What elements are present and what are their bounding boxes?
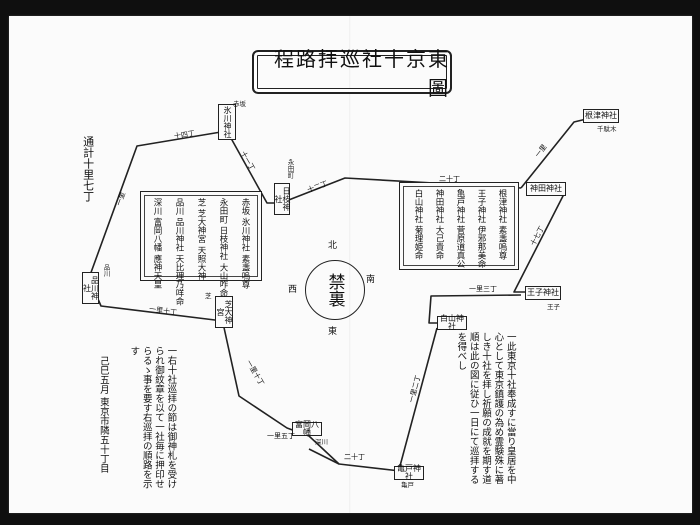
shrine-marker-nezu: 根津神社 [583,109,619,123]
explanation-text-right: 一此東京十社奉成すに當り皇居を中心として東京鎮護の為め霊験殊に著しき十社を拝し祈… [455,332,516,484]
imperial-palace-circle: 禁裏 [305,260,365,320]
shrine-note-hikawa: 赤坂 [233,100,246,108]
date-line: 己巳五月 東京市隣五十丁目 [97,356,109,474]
shrine-list-box-left: 赤坂 氷川神社 素盞嗚尊 永田町 日枝神社 大山咋命 芝 芝大神宮 天照大神 品… [140,191,262,305]
shrine-list-entry: 深川 富岡八幡 應神天皇 [152,198,162,289]
shrine-marker-oji: 王子神社 [525,286,561,300]
compass-west: 西 [288,285,298,295]
shrine-marker-hakusan: 白山神社 [437,315,467,331]
shrine-note-kameido: 亀戸 [401,481,414,489]
shrine-list-entry: 根津神社 素盞嗚尊 [497,189,507,260]
shrine-list-entry: 永田町 日枝神社 大山咋命 [218,198,228,297]
shrine-list-entry: 赤坂 氷川神社 素盞嗚尊 [240,198,250,289]
shrine-list-entry: 芝 芝大神宮 天照大神 [196,198,206,280]
shrine-note-oji: 王子 [547,303,560,311]
imperial-palace-label: 禁裏 [324,273,345,307]
shrine-marker-hie: 日枝神社 [274,183,291,215]
shrine-list-entry: 神田神社 大己貴命 [434,189,444,260]
shrine-list-entry: 亀戸神社 菅原道真公 [455,189,465,269]
shrine-note-tomioka: 深川 [315,438,328,446]
shrine-marker-kanda: 神田神社 [526,182,566,196]
shrine-marker-shinagawa: 品川神社 [82,272,100,304]
shrine-marker-tomioka: 富岡八幡 [292,421,322,437]
compass-south: 南 [366,275,376,285]
total-distance: 通計十里七丁 [81,136,95,202]
shrine-list-entry: 白山神社 菊理姫命 [413,189,423,260]
shrine-marker-hikawa: 氷川神社 [218,104,236,140]
shrine-note-hie: 永田町 [286,159,294,179]
shrine-marker-kameido: 亀戸神社 [394,465,424,481]
shrine-list-entry: 王子神社 伊邪那美命 [476,189,486,269]
shrine-note-nezu: 千駄木 [597,125,617,133]
distance-label: 二十丁 [439,175,460,183]
distance-label: 一里五丁 [267,432,295,440]
explanation-text-left: 一右十社巡拝の節は御神札を受けられ御紋章を以て一社毎に押印せらるゝ事を要す右巡拝… [128,346,177,489]
route-segment [399,327,438,467]
distance-label: 一里三丁 [469,285,497,293]
shrine-list-entry: 品川 品川神社 天比理乃咩命 [174,198,184,306]
compass-north: 北 [328,241,338,251]
shrine-list-box-right: 根津神社 素盞嗚尊 王子神社 伊邪那美命 亀戸神社 菅原道真公 神田神社 大己貴… [399,182,519,270]
route-segment [88,130,228,279]
map-title: 東京十社巡拝路程圖 [252,47,452,100]
route-segment [308,448,340,465]
map-page: 東京十社巡拝路程圖 通計十里七丁 氷川神社 赤坂 日枝神社 永田町 神田神社 根… [9,16,692,513]
distance-label: 二十丁 [344,453,365,461]
compass-east: 東 [328,327,338,337]
shrine-note-shiba: 芝 [205,292,212,300]
shrine-note-shinagawa: 品川 [102,264,110,277]
shrine-marker-shiba: 芝大神宮 [215,296,233,328]
